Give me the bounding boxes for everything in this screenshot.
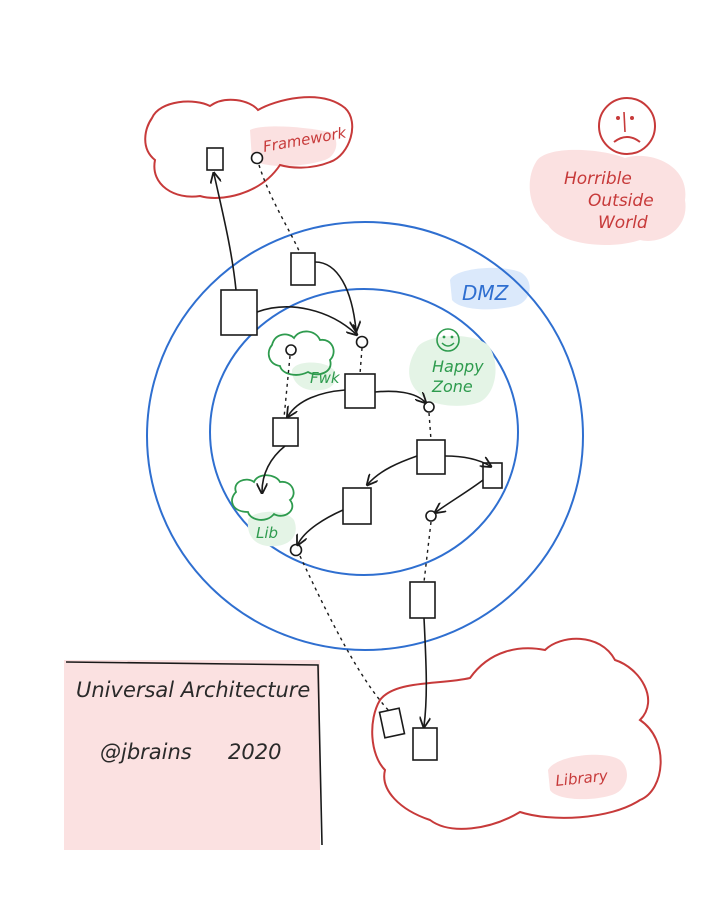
dotted-fwk-socket-to-core-b — [283, 355, 291, 419]
dmz-zone-label: DMZ — [450, 267, 530, 310]
core-component-d — [342, 487, 372, 525]
fwk-cloud-outline — [267, 330, 335, 376]
interface-socket-core-top — [355, 335, 369, 349]
implements-lines — [258, 164, 432, 713]
arrow-core-c-to-core-e — [444, 455, 490, 466]
dmz-label-background — [450, 267, 530, 310]
outside-world-zone: Horrible Outside World — [529, 97, 686, 245]
happy-zone: Happy Zone — [409, 328, 496, 406]
interface-socket-core-right — [425, 510, 437, 522]
core-component-e — [482, 462, 503, 489]
lib-label: Lib — [256, 524, 278, 542]
core-component-b — [272, 417, 299, 447]
framework-cloud-outline — [144, 96, 354, 199]
library-label-background — [548, 754, 627, 800]
library-label: Library — [555, 766, 610, 790]
adapter-component-dmz-top — [290, 252, 316, 286]
framework-component — [206, 147, 224, 171]
dotted-happy-socket-to-core-c — [428, 412, 432, 441]
title-card-background — [64, 660, 320, 850]
arrow-core-d-to-left-socket — [298, 509, 344, 544]
dotted-left-socket-to-library — [299, 555, 391, 713]
core-component-c — [416, 439, 446, 475]
outside-world-label-line-1: Horrible — [564, 169, 632, 189]
adapter-component-library — [409, 581, 436, 619]
arrow-core-a-to-happy-socket — [374, 390, 425, 402]
interface-socket-happy-zone — [423, 401, 435, 413]
core-component-a — [344, 373, 376, 409]
fwk-zone: Fwk — [267, 330, 341, 391]
library-component-b — [412, 727, 438, 761]
outside-world-background — [529, 149, 686, 245]
interface-socket-core-left — [289, 543, 303, 557]
happy-zone-label-line-2: Zone — [431, 377, 473, 396]
framework-interface-socket — [250, 151, 264, 165]
components — [220, 252, 503, 619]
happy-zone-background — [409, 335, 496, 406]
dmz-label: DMZ — [462, 281, 510, 305]
author-handle: @jbrains — [100, 740, 192, 764]
year-label: 2020 — [228, 740, 281, 764]
outside-world-label-line-3: World — [598, 213, 648, 233]
library-cloud-outline — [371, 637, 662, 830]
title-card-border — [65, 661, 323, 846]
fwk-interface-socket — [285, 344, 297, 356]
diagram-title: Universal Architecture — [76, 678, 310, 702]
happy-zone-boundary — [209, 288, 519, 576]
framework-label-background — [250, 126, 337, 166]
sad-face-icon — [598, 97, 656, 155]
library-component-a — [378, 707, 406, 739]
arrow-core-a-to-core-b — [288, 389, 346, 416]
title-card: Universal Architecture @jbrains 2020 — [64, 660, 323, 850]
adapter-component-framework — [220, 289, 258, 336]
happy-face-icon — [436, 328, 460, 352]
arrow-core-c-to-core-d — [368, 455, 418, 484]
arrow-dmz-adapter-to-core-interface — [314, 261, 356, 330]
dotted-core-socket-to-core-a — [359, 347, 363, 375]
arrow-adapter-to-core-interface — [256, 306, 356, 334]
framework-zone: Framework — [144, 96, 354, 199]
outside-world-label-line-2: Outside — [588, 191, 654, 211]
arrow-adapter-to-framework — [214, 174, 237, 291]
arrow-adapter-to-library — [424, 617, 426, 726]
dmz-outer-boundary — [146, 221, 584, 651]
dependency-arrows — [214, 174, 490, 726]
arrow-core-e-to-right-socket — [436, 479, 484, 512]
dotted-right-socket-to-library-adapter — [423, 521, 432, 583]
lib-cloud-outline — [231, 474, 295, 521]
fwk-label: Fwk — [310, 369, 341, 387]
happy-zone-label-line-1: Happy — [432, 357, 484, 376]
fwk-label-background — [292, 362, 337, 391]
library-zone: Library — [371, 637, 662, 830]
lib-zone: Lib — [231, 474, 296, 547]
arrow-core-b-to-lib — [262, 445, 286, 492]
